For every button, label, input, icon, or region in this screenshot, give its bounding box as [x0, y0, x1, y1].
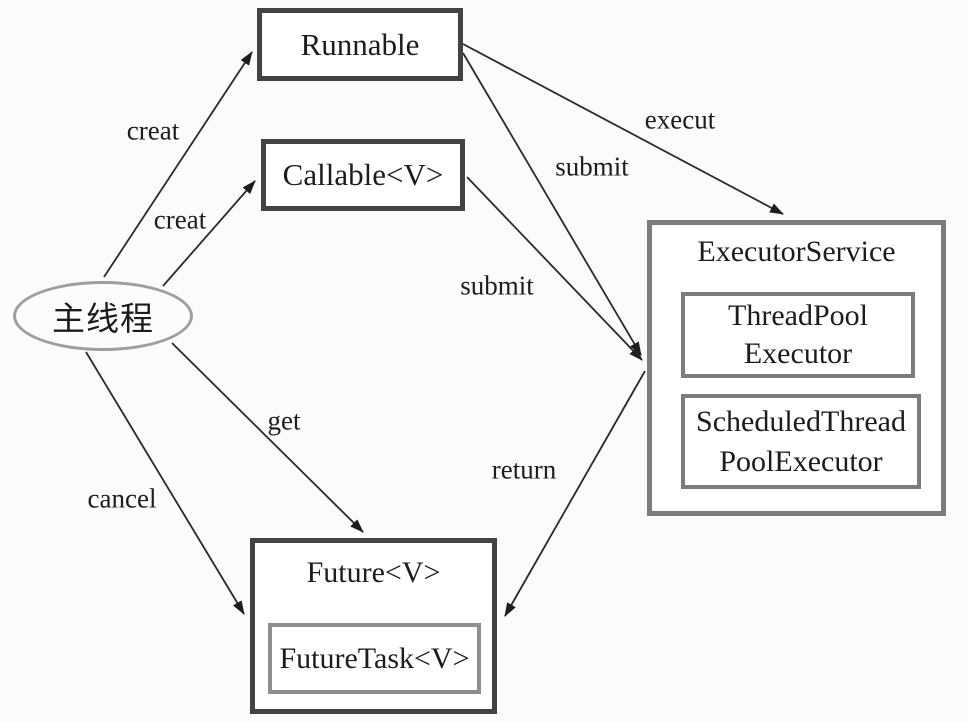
node-executor-service: ExecutorService ThreadPool Executor Sche…: [647, 220, 946, 516]
node-runnable: Runnable: [257, 8, 463, 81]
node-futuretask: FutureTask<V>: [268, 623, 481, 694]
edge-label-creat-runnable: creat: [126, 115, 180, 146]
edge-label-cancel: cancel: [87, 483, 157, 514]
edge-get-line: [171, 342, 364, 533]
node-threadpool-executor-line2: Executor: [743, 337, 853, 370]
edge-creat-to-runnable-line: [103, 51, 253, 278]
node-futuretask-label: FutureTask<V>: [279, 641, 470, 675]
edge-label-creat-callable: creat: [153, 204, 207, 235]
edge-label-submit-runnable: submit: [555, 151, 629, 182]
node-scheduled-threadpool-executor-line1: ScheduledThread: [696, 404, 906, 438]
node-callable: Callable<V>: [261, 139, 465, 211]
node-threadpool-executor: ThreadPool Executor: [681, 292, 915, 378]
edge-label-get: get: [267, 405, 301, 436]
node-scheduled-threadpool-executor-line2: PoolExecutor: [719, 444, 883, 478]
node-executor-service-title: ExecutorService: [697, 235, 896, 268]
edge-submit-from-runnable-line: [462, 52, 642, 356]
node-callable-label: Callable<V>: [282, 157, 444, 192]
node-scheduled-threadpool-executor: ScheduledThread PoolExecutor: [681, 394, 921, 489]
edge-label-submit-callable: submit: [460, 270, 534, 301]
node-main-thread-ellipse: 主线程: [13, 281, 193, 351]
node-runnable-label: Runnable: [300, 26, 420, 62]
node-future: Future<V> FutureTask<V>: [250, 538, 497, 714]
edge-submit-from-callable-line: [466, 176, 643, 361]
node-threadpool-executor-line1: ThreadPool: [728, 299, 868, 332]
edge-execut-line: [462, 43, 784, 215]
node-main-thread-label: 主线程: [52, 302, 154, 338]
node-future-title: Future<V>: [306, 556, 441, 589]
edge-label-return: return: [491, 454, 557, 485]
edge-return-line: [504, 370, 646, 617]
edge-label-execut: execut: [644, 104, 716, 135]
